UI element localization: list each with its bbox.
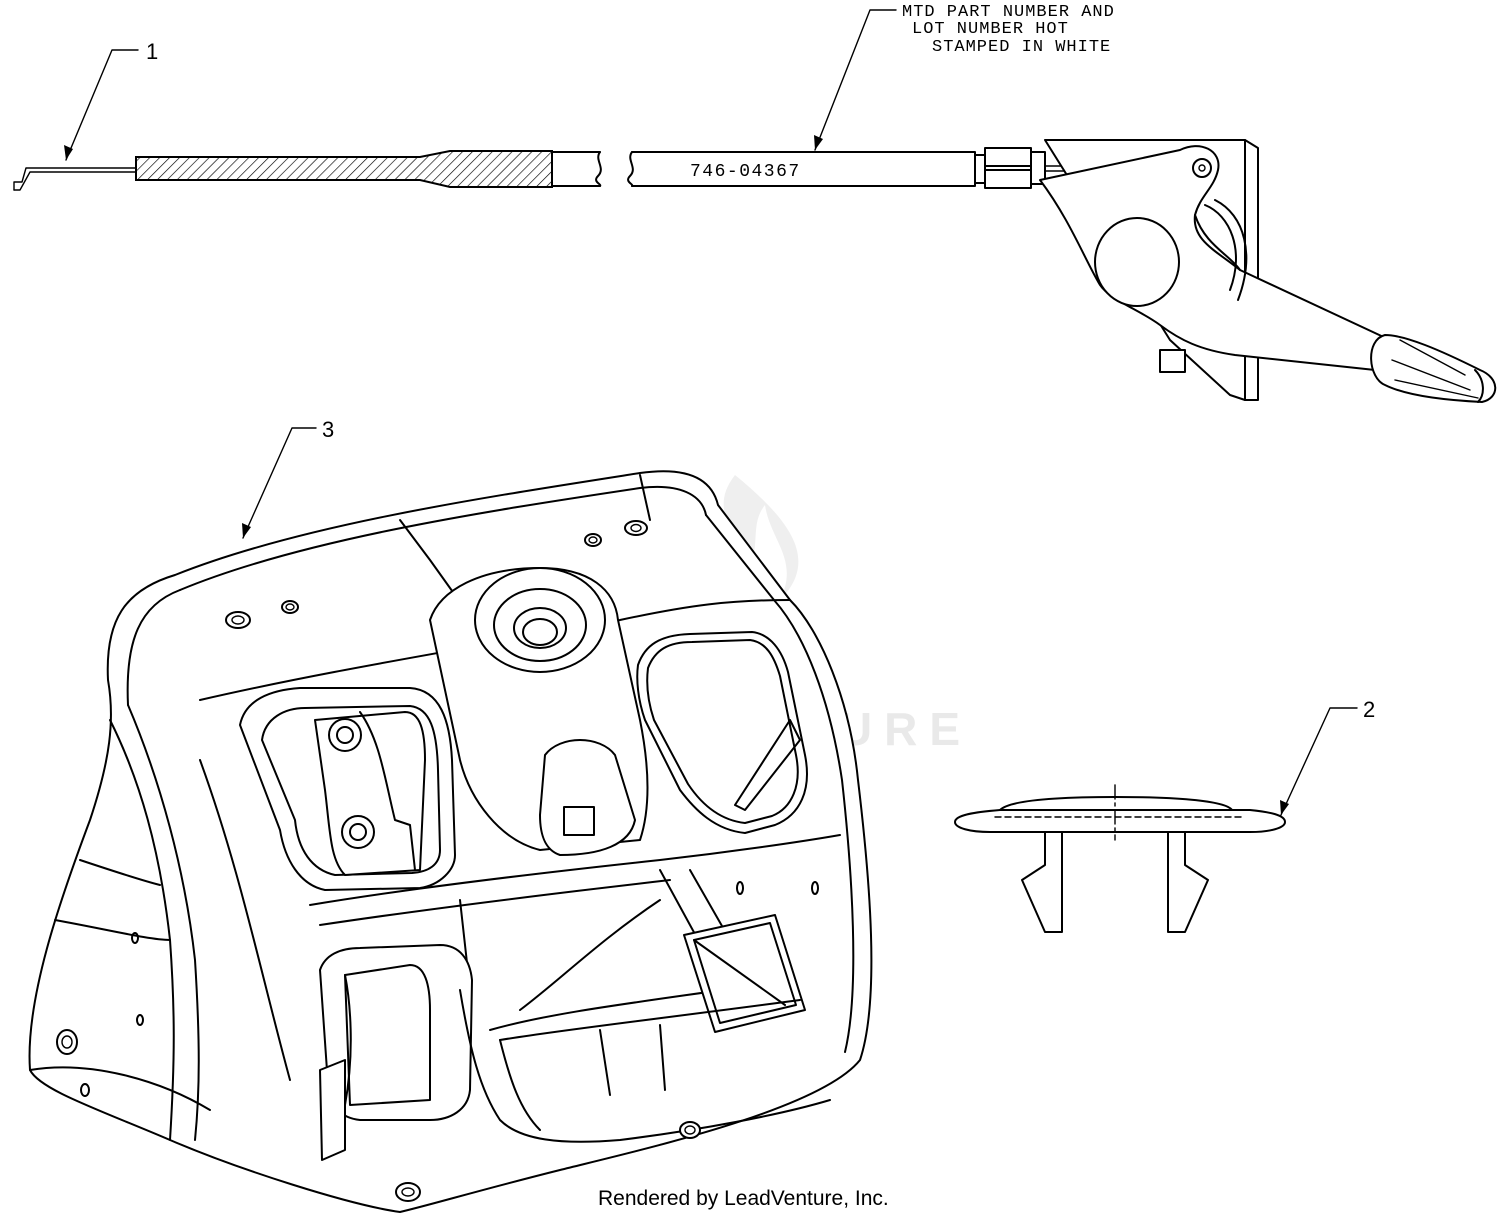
part-2-plug bbox=[954, 784, 1286, 933]
callout-3: 3 bbox=[242, 417, 334, 539]
ignition-tower bbox=[429, 567, 649, 856]
callout-label-2: 2 bbox=[1363, 697, 1375, 722]
lever-knob bbox=[1370, 334, 1497, 403]
cable-part-number: 746-04367 bbox=[690, 162, 801, 182]
control-lever bbox=[1039, 139, 1497, 403]
callout-1: 1 bbox=[64, 39, 158, 161]
mount-holes bbox=[225, 520, 648, 629]
footer-credit: Rendered by LeadVenture, Inc. bbox=[598, 1187, 889, 1210]
note-line-1: MTD PART NUMBER AND bbox=[902, 3, 1115, 22]
note-line-3: STAMPED IN WHITE bbox=[932, 38, 1111, 57]
part-3-dash-panel bbox=[28, 470, 873, 1213]
callout-label-1: 1 bbox=[146, 39, 158, 64]
callout-2: 2 bbox=[1280, 697, 1375, 816]
callout-label-3: 3 bbox=[322, 417, 334, 442]
stamp-note: MTD PART NUMBER AND LOT NUMBER HOT STAMP… bbox=[814, 3, 1115, 151]
part-1-cable: 746-04367 bbox=[13, 147, 1201, 191]
display-window bbox=[636, 631, 808, 834]
pocket-lower-left bbox=[319, 944, 473, 1161]
note-line-2: LOT NUMBER HOT bbox=[912, 20, 1069, 39]
cable-spring-section bbox=[135, 150, 553, 188]
switch-pocket-left bbox=[239, 687, 456, 891]
